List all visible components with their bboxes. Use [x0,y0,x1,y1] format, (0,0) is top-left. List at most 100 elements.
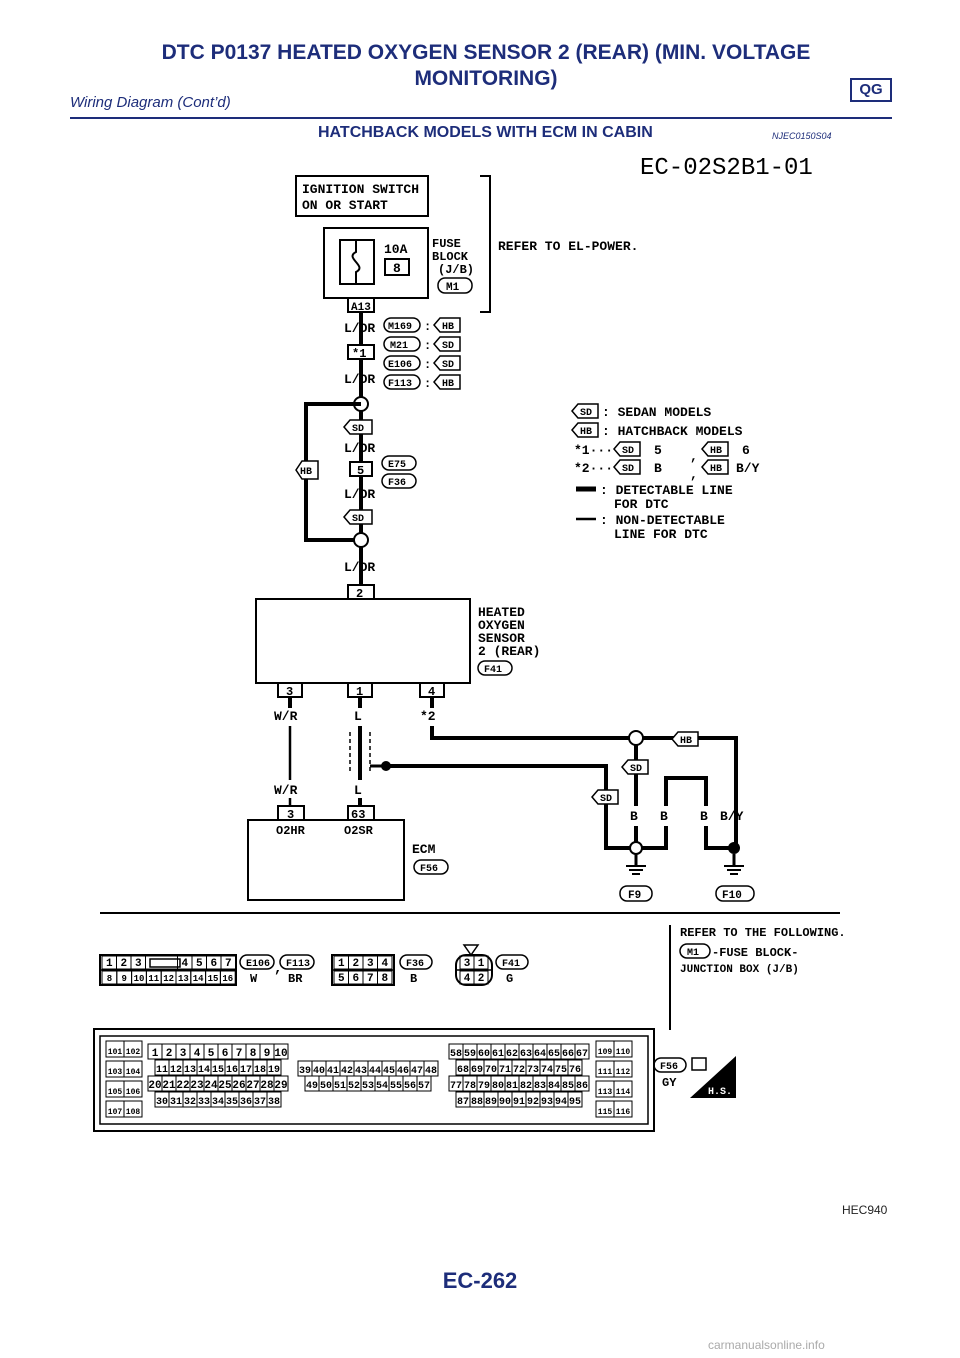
legend-sd-text: : SEDAN MODELS [602,405,711,420]
wire-loop-b [664,776,708,806]
connector-pin: 3 [180,1048,187,1060]
connector-pin-cell [266,1091,282,1108]
ignition-label-1: IGNITION SWITCH [302,182,419,197]
wire-by-label: B/Y [720,809,744,824]
connector-pin: 23 [190,1080,204,1092]
connector-pin: 14 [198,1065,210,1076]
legend-nondetect-1: : NON-DETECTABLE [600,513,725,528]
connector-pin: 2 [120,958,127,970]
legend-hb-tag [571,422,599,438]
refer-line3: JUNCTION BOX (J/B) [680,964,799,976]
connector-pin: 1 [152,1048,159,1060]
connector-pin: 36 [240,1097,252,1108]
connector-pin: 7 [367,973,374,985]
page-title-line1: DTC P0137 HEATED OXYGEN SENSOR 2 (REAR) … [161,41,811,64]
connector-pin: 19 [268,1065,280,1076]
refer-bracket [480,175,491,313]
connector-pin: 43 [355,1066,367,1077]
tag-sd: SD [622,446,634,457]
gnd-f9: F9 [628,890,641,902]
page-number: EC-262 [442,1268,518,1293]
comma: , [274,961,282,977]
ecm-box [247,819,405,901]
connector-pin: 2 [352,958,359,970]
connector-pin: 53 [362,1081,374,1092]
connector-pin: 17 [240,1065,252,1076]
connector-pin: 66 [562,1049,574,1060]
page-title-line2: MONITORING) [414,67,558,90]
connector-pin-cell [273,1043,289,1060]
pin-5: 5 [357,464,364,478]
connector-pin: 3 [135,958,142,970]
wire-b-label: B [700,809,708,824]
connector-pin: 35 [226,1097,238,1108]
gnd-f10-oval [715,885,755,902]
legend-hb-text: : HATCHBACK MODELS [602,424,743,439]
connector-pin: 78 [464,1081,476,1092]
fuse-amp: 10A [384,242,408,257]
legend-detect-1: : DETECTABLE LINE [600,483,733,498]
connector-pin: 55 [390,1081,402,1092]
connector-pin: 13 [178,974,189,984]
page-subtitle: Wiring Diagram (Cont’d) [70,94,231,111]
connector-pin-cell [377,970,393,985]
conn-m169-oval [383,317,421,333]
header-rule [70,117,892,119]
ground-icon [626,865,646,875]
wire-b-label: B [660,809,668,824]
wire-star2 [430,726,636,740]
connector-pin: 111 [598,1068,613,1077]
connector-pin: 88 [471,1097,483,1108]
connector-pin: 109 [598,1048,613,1057]
connector-pin: 59 [464,1049,476,1060]
refer-line1: REFER TO THE FOLLOWING. [680,926,846,940]
tag-hb-shape [433,317,461,333]
connector-pin: 5 [196,958,203,970]
conn-m21-oval [383,336,421,352]
tag-sd: SD [352,514,364,525]
connector-pin: 33 [198,1097,210,1108]
wire-hb-branch [643,736,738,848]
connector-pin: 102 [126,1048,141,1057]
connector-pin: 30 [156,1097,168,1108]
connector-pin-cell [219,970,236,985]
conn-e75-oval [381,455,417,471]
connector-pin: 87 [457,1097,469,1108]
connector-pin-cell [613,1080,633,1098]
connector-pin: 31 [170,1097,182,1108]
connector-pin: 105 [108,1088,123,1097]
connector-pin: 8 [250,1048,257,1060]
conn-e106: E106 [388,360,412,371]
legend-comma: , [690,449,698,464]
connector-pin: 24 [204,1080,218,1092]
legend-detect-2: FOR DTC [614,497,669,512]
connector-pin: 3 [464,958,471,970]
ground-icon [724,865,744,875]
connector-pin: 45 [383,1066,395,1077]
connector-pin-cell [123,1060,143,1078]
connector-pin-cell [613,1100,633,1118]
colon: : [424,320,431,334]
connector-pin: 2 [478,973,485,985]
conn-m21: M21 [390,341,408,352]
legend-star2-prefix: *2··· [574,461,613,476]
fuse-block-box [323,227,429,299]
connector-pin: 38 [268,1097,280,1108]
conn-f41: F41 [502,959,520,970]
refer-power-text: REFER TO EL-POWER. [498,239,638,254]
connector-pin-cell [567,1059,583,1076]
gnd-f10: F10 [722,890,742,902]
connector-pin: 41 [327,1066,339,1077]
connector-pin: 67 [576,1049,588,1060]
connector-pin: 4 [194,1048,201,1060]
section-title: HATCHBACK MODELS WITH ECM IN CABIN [318,124,653,141]
connector-pin: 26 [232,1080,245,1092]
